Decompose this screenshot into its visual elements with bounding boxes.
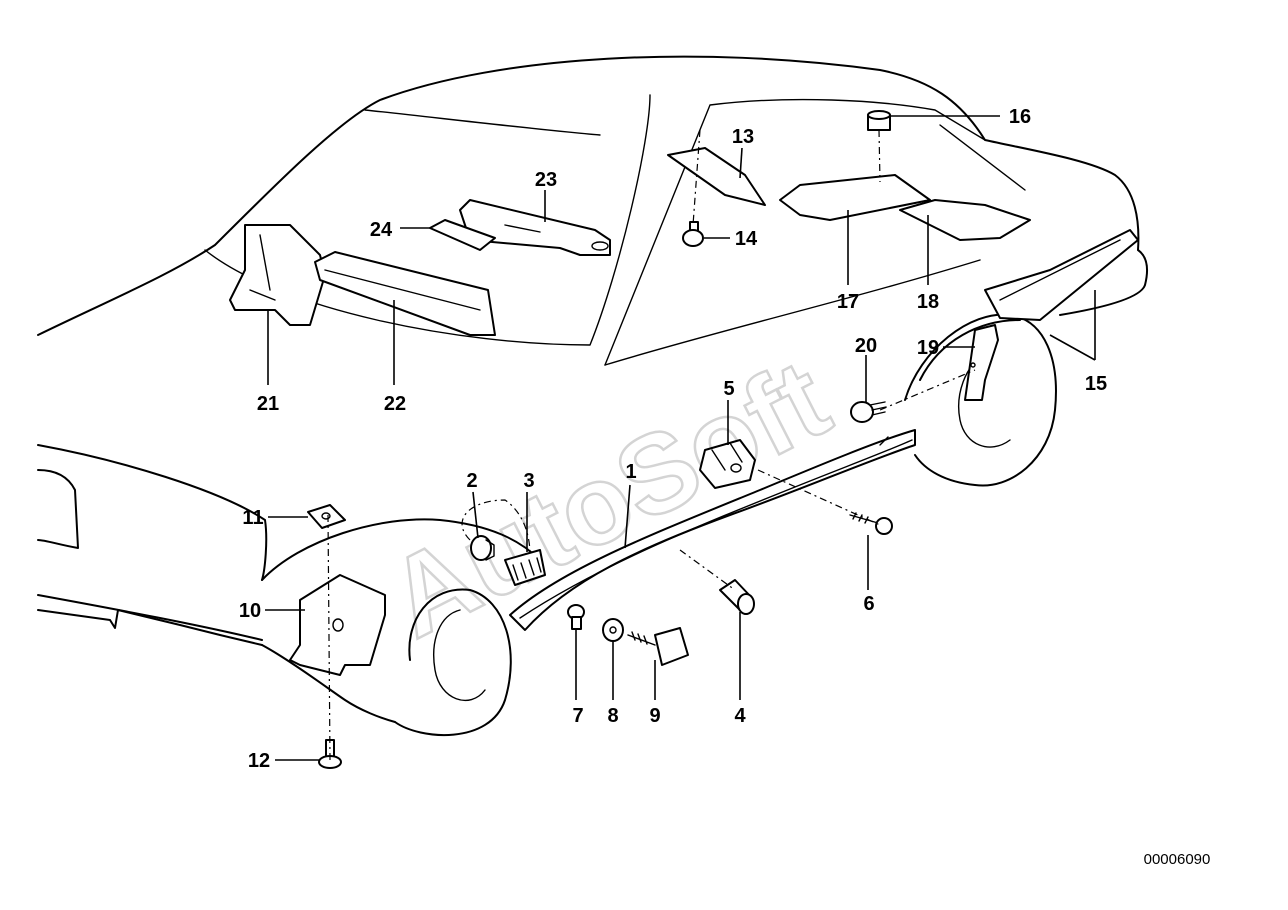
part-20-bolt <box>850 401 887 423</box>
document-id: 00006090 <box>1144 851 1211 868</box>
part-6-screw <box>849 512 893 535</box>
callout-8: 8 <box>607 705 618 727</box>
callout-15: 15 <box>1085 373 1107 395</box>
part-23-duct <box>459 199 611 256</box>
callout-20: 20 <box>855 335 877 357</box>
callout-7: 7 <box>572 705 583 727</box>
callout-13: 13 <box>732 126 754 148</box>
part-1-rocker-panel <box>509 429 916 631</box>
part-21-duct <box>229 224 326 326</box>
callout-5: 5 <box>723 378 734 400</box>
part-2-grommet <box>470 535 495 561</box>
car-body-outline <box>37 55 1148 736</box>
callout-18: 18 <box>917 291 939 313</box>
callout-17: 17 <box>837 291 859 313</box>
callout-6: 6 <box>863 593 874 615</box>
callout-12: 12 <box>248 750 270 772</box>
callout-1: 1 <box>625 461 636 483</box>
callout-3: 3 <box>523 470 534 492</box>
part-24-pad <box>429 219 496 251</box>
part-19-mudflap <box>964 324 999 401</box>
part-8-washer <box>602 618 624 642</box>
part-17-tray <box>779 174 931 221</box>
callout-16: 16 <box>1009 106 1031 128</box>
part-16-cap <box>867 110 891 131</box>
part-11-nut <box>307 504 346 529</box>
callout-9: 9 <box>649 705 660 727</box>
callout-2: 2 <box>466 470 477 492</box>
callout-21: 21 <box>257 393 279 415</box>
part-9-spring-nut <box>627 627 689 666</box>
part-15-panel <box>984 229 1139 321</box>
part-5-block <box>699 439 756 489</box>
callout-23: 23 <box>535 169 557 191</box>
callout-10: 10 <box>239 600 261 622</box>
callout-19: 19 <box>917 337 939 359</box>
callout-14: 14 <box>735 228 758 250</box>
callout-22: 22 <box>384 393 406 415</box>
part-22-beam <box>314 251 496 336</box>
assembly-lines <box>327 129 976 761</box>
callouts: 1 2 3 4 5 6 7 8 9 10 11 12 13 14 15 16 <box>239 106 1107 772</box>
callout-11: 11 <box>242 507 263 529</box>
part-13-bracket <box>667 147 766 206</box>
part-3-clip <box>504 549 546 586</box>
part-14-screw <box>682 221 704 247</box>
part-4-clip <box>719 579 755 615</box>
part-18-tray <box>899 199 1031 241</box>
part-7-bolt <box>567 604 585 630</box>
part-10-splash-shield <box>289 574 386 676</box>
callout-24: 24 <box>370 219 393 241</box>
callout-4: 4 <box>734 705 746 727</box>
